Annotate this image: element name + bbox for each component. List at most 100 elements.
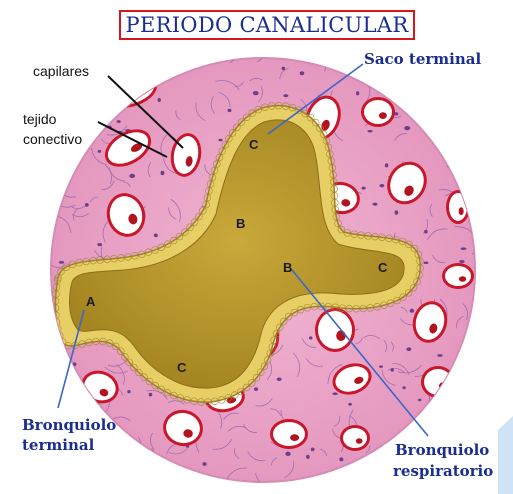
cell-nucleus	[395, 210, 399, 214]
cell-nucleus	[471, 197, 477, 200]
label-bronquiolo-respiratorio-2: respiratorio	[393, 462, 493, 480]
cell-nucleus	[158, 98, 161, 102]
cell-nucleus	[117, 120, 121, 123]
cell-nucleus	[348, 403, 352, 406]
cell-nucleus	[128, 452, 133, 455]
cell-nucleus	[379, 184, 384, 187]
cell-nucleus	[391, 368, 394, 372]
label-bronquiolo-respiratorio-1: Bronquiolo	[395, 441, 489, 459]
capillary	[340, 425, 370, 451]
connective-fiber	[122, 59, 145, 63]
connective-fiber	[329, 51, 337, 59]
capillary	[315, 308, 355, 352]
connective-fiber	[108, 48, 123, 64]
cell-nucleus	[154, 234, 158, 238]
cell-nucleus	[404, 126, 410, 130]
connective-fiber	[121, 476, 125, 492]
cell-nucleus	[402, 386, 405, 389]
cell-nucleus	[464, 123, 469, 126]
cell-nucleus	[283, 94, 288, 97]
label-tejido: tejido	[23, 111, 57, 127]
connective-fiber	[148, 74, 170, 78]
connective-fiber	[126, 75, 150, 82]
cell-nucleus	[447, 83, 450, 87]
cell-nucleus	[379, 365, 383, 367]
connective-fiber	[464, 92, 477, 102]
capillary	[442, 263, 474, 289]
connective-fiber	[48, 200, 58, 203]
connective-fiber	[415, 68, 423, 72]
region-letter-c-top: C	[249, 137, 259, 152]
connective-fiber	[435, 406, 449, 423]
region-letter-b-upper: B	[236, 216, 245, 231]
region-letter-c-right: C	[378, 260, 388, 275]
region-letter-a: A	[86, 294, 96, 309]
cell-nucleus	[424, 230, 428, 234]
cell-nucleus	[76, 81, 80, 84]
connective-fiber	[136, 459, 148, 467]
cell-nucleus	[101, 447, 106, 451]
connective-fiber	[51, 162, 56, 171]
label-capilares: capilares	[33, 63, 89, 79]
cell-nucleus	[373, 203, 378, 206]
cell-nucleus	[332, 392, 337, 395]
connective-fiber	[167, 465, 174, 479]
connective-fiber	[69, 392, 88, 409]
connective-fiber	[72, 121, 80, 126]
connective-fiber	[428, 113, 431, 123]
cell-nucleus	[466, 196, 469, 199]
connective-fiber	[385, 68, 390, 84]
cell-nucleus	[367, 130, 372, 132]
connective-fiber	[131, 460, 141, 467]
capillary	[361, 97, 395, 127]
cell-nucleus	[228, 109, 232, 112]
cell-nucleus	[356, 91, 359, 95]
cell-nucleus	[472, 373, 478, 377]
label-saco-terminal: Saco terminal	[364, 50, 481, 68]
connective-fiber	[123, 74, 132, 76]
connective-fiber	[83, 104, 94, 108]
region-letter-c-bottom: C	[177, 360, 187, 375]
cell-nucleus	[254, 387, 258, 391]
connective-fiber	[468, 93, 489, 103]
cell-nucleus	[475, 69, 480, 72]
cell-nucleus	[127, 390, 130, 393]
connective-fiber	[331, 61, 335, 69]
cell-nucleus	[149, 393, 153, 397]
connective-fiber	[454, 379, 458, 388]
cell-nucleus	[410, 309, 415, 313]
cell-nucleus	[97, 243, 102, 246]
cell-nucleus	[459, 260, 464, 263]
cell-nucleus	[430, 69, 434, 72]
connective-fiber	[200, 56, 208, 66]
cell-nucleus	[300, 71, 305, 75]
cell-nucleus	[424, 261, 429, 264]
cell-nucleus	[385, 163, 389, 167]
cell-nucleus	[285, 452, 290, 456]
cell-nucleus	[135, 88, 141, 92]
connective-fiber	[58, 162, 75, 167]
cell-nucleus	[418, 399, 421, 401]
cell-nucleus	[461, 247, 467, 250]
connective-fiber	[70, 150, 81, 152]
connective-fiber	[38, 286, 52, 302]
corner-accent	[498, 416, 513, 494]
cell-nucleus	[362, 187, 366, 190]
connective-fiber	[471, 202, 489, 213]
cell-nucleus	[339, 457, 343, 461]
cell-nucleus	[477, 150, 481, 153]
cell-nucleus	[469, 329, 474, 332]
cell-nucleus	[465, 418, 468, 422]
cell-nucleus	[84, 397, 88, 401]
cell-nucleus	[85, 203, 89, 207]
cell-nucleus	[471, 332, 476, 336]
capillary	[270, 419, 308, 449]
cell-nucleus	[59, 261, 64, 264]
cell-nucleus	[282, 67, 286, 71]
connective-fiber	[463, 397, 469, 422]
label-conectivo: conectivo	[23, 131, 82, 147]
cell-nucleus	[86, 88, 92, 90]
cell-nucleus	[98, 150, 102, 153]
